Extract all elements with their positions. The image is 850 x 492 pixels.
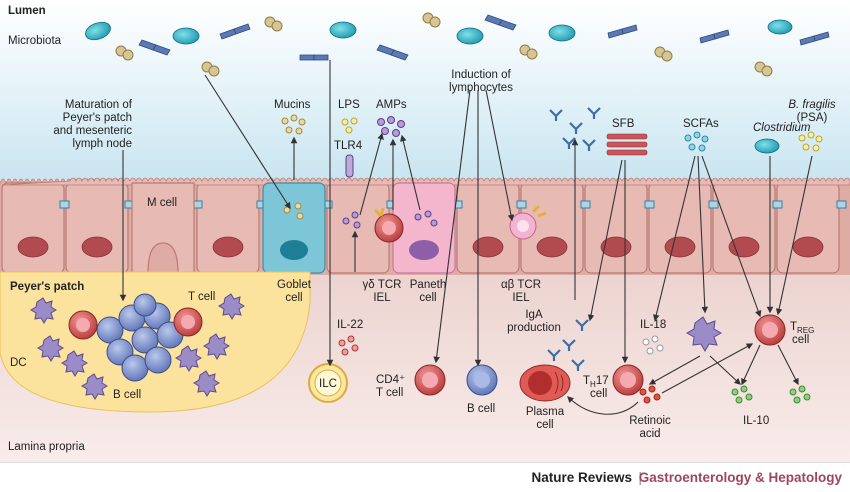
sfb-filament — [606, 133, 648, 156]
il22-label: IL-22 — [337, 319, 363, 331]
svg-text:Peyer's patch: Peyer's patch — [63, 112, 132, 124]
plasma-cell — [519, 364, 571, 402]
lps-molecules — [341, 117, 358, 134]
induction-label: Induction of lymphocytes — [449, 69, 513, 94]
microbiota-label: Microbiota — [8, 35, 62, 47]
svg-text:Paneth: Paneth — [410, 279, 446, 291]
peyers-patch: Peyer's patch T cell DC B cell — [0, 271, 311, 413]
treg-label: TREG cell — [790, 321, 814, 346]
scfas-label: SCFAs — [683, 118, 719, 130]
svg-text:lymphocytes: lymphocytes — [449, 82, 513, 94]
cd4-t-cell — [414, 364, 446, 396]
th17-label: TH17 cell — [583, 375, 609, 400]
retinoic-acid-molecules — [639, 385, 661, 404]
microbiota — [85, 12, 830, 154]
pp-b-cell-label: B cell — [113, 389, 141, 401]
lps-label: LPS — [338, 99, 360, 111]
svg-text:(PSA): (PSA) — [797, 112, 828, 124]
svg-text:TREG: TREG — [790, 321, 814, 335]
svg-text:cell: cell — [590, 388, 607, 400]
sfb-label: SFB — [612, 118, 635, 130]
paneth-cell — [392, 182, 456, 274]
gd-tcr-label: γδ TCR IEL — [363, 279, 402, 304]
svg-text:Plasma: Plasma — [526, 406, 565, 418]
ab-tcr-label: αβ TCR IEL — [501, 279, 541, 304]
svg-text:Goblet: Goblet — [277, 279, 312, 291]
plasma-cell-label: Plasma cell — [526, 406, 565, 431]
footer: Nature Reviews | Gastroenterology & Hepa… — [0, 462, 850, 492]
svg-text:Retinoic: Retinoic — [629, 415, 671, 427]
il18-label: IL-18 — [640, 319, 666, 331]
journal-section: Gastroenterology & Hepatology — [638, 470, 842, 485]
svg-text:B. fragilis: B. fragilis — [788, 99, 836, 111]
svg-text:IgA: IgA — [525, 309, 543, 321]
svg-text:CD4⁺: CD4⁺ — [376, 374, 405, 386]
clostridium-label: Clostridium — [753, 122, 811, 134]
tlr4-receptor — [345, 154, 354, 178]
journal-name: Nature Reviews — [531, 470, 632, 485]
ilc: ILC — [308, 363, 348, 403]
retinoic-acid-label: Retinoic acid — [629, 415, 671, 440]
amps-label: AMPs — [376, 99, 407, 111]
amps-molecules — [377, 116, 405, 137]
lamina-propria-label: Lamina propria — [8, 441, 85, 453]
svg-text:cell: cell — [419, 292, 436, 304]
svg-text:T cell: T cell — [376, 387, 403, 399]
pp-t-cell-label: T cell — [188, 291, 215, 303]
mucins-label: Mucins — [274, 99, 311, 111]
goblet-cell — [262, 182, 326, 274]
svg-text:and mesenteric: and mesenteric — [53, 125, 132, 137]
b-cell-label: B cell — [467, 403, 495, 415]
svg-text:Maturation of: Maturation of — [65, 99, 133, 111]
svg-text:lymph node: lymph node — [73, 138, 132, 150]
footer-separator: | — [638, 469, 642, 485]
diagram-canvas: M cell — [0, 0, 850, 462]
dc-label: DC — [10, 357, 27, 369]
arrows — [119, 60, 813, 415]
svg-text:Induction of: Induction of — [451, 69, 511, 81]
svg-text:αβ TCR: αβ TCR — [501, 279, 541, 291]
ab-tcr-iel — [509, 204, 547, 240]
th17-cell — [612, 364, 644, 396]
il10-molecules — [731, 385, 811, 404]
peyers-patch-label: Peyer's patch — [10, 281, 84, 293]
iga-label: IgA production — [507, 309, 561, 334]
m-cell-label: M cell — [147, 197, 177, 209]
cd4-t-cell-label: CD4⁺ T cell — [376, 374, 405, 399]
il18-molecules — [642, 335, 664, 355]
lumen-region — [0, 0, 850, 180]
goblet-cell-label: Goblet cell — [277, 279, 312, 304]
svg-text:TH17: TH17 — [583, 375, 609, 389]
psa-molecules — [798, 131, 823, 152]
paneth-cell-label: Paneth cell — [410, 279, 446, 304]
lumen-label: Lumen — [8, 5, 46, 17]
dc-lamina — [685, 316, 723, 353]
ilc-label: ILC — [319, 378, 337, 390]
b-cell-cluster — [96, 293, 184, 382]
svg-text:cell: cell — [285, 292, 302, 304]
scfa-molecules — [684, 131, 709, 152]
svg-text:cell: cell — [536, 419, 553, 431]
svg-text:γδ TCR: γδ TCR — [363, 279, 402, 291]
clostridium-bacterium — [754, 138, 780, 154]
svg-text:acid: acid — [639, 428, 660, 440]
svg-text:cell: cell — [792, 334, 809, 346]
maturation-label: Maturation of Peyer's patch and mesenter… — [53, 99, 132, 150]
treg-cell — [754, 314, 786, 346]
svg-text:IEL: IEL — [373, 292, 391, 304]
il22-molecules — [338, 335, 359, 356]
bfragilis-label: B. fragilis (PSA) — [788, 99, 836, 124]
mucins-molecules — [281, 114, 306, 135]
il10-label: IL-10 — [743, 415, 769, 427]
tlr4-label: TLR4 — [334, 140, 363, 152]
svg-text:IEL: IEL — [512, 292, 530, 304]
gd-tcr-iel — [342, 207, 404, 243]
svg-text:production: production — [507, 322, 561, 334]
b-cell — [466, 364, 498, 396]
